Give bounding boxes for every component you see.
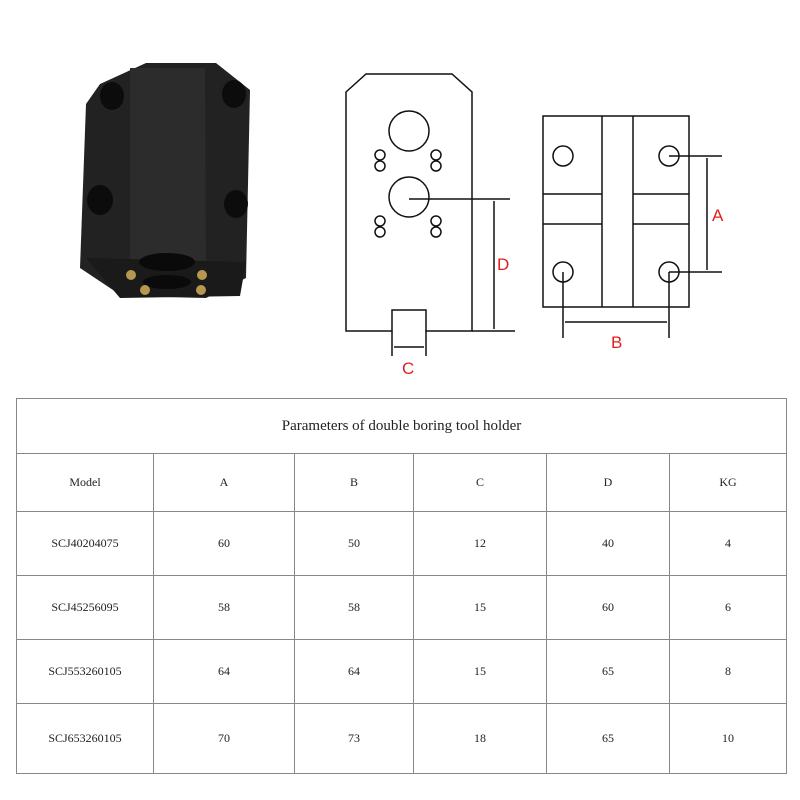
header-model: Model xyxy=(16,453,154,512)
dim-label-c: C xyxy=(402,359,414,378)
cell-model: SCJ45256095 xyxy=(16,575,154,640)
cell-b: 50 xyxy=(294,511,414,576)
dim-label-b: B xyxy=(611,333,622,352)
cell-model: SCJ40204075 xyxy=(16,511,154,576)
cell-d: 65 xyxy=(546,703,670,774)
table-title: Parameters of double boring tool holder xyxy=(15,398,788,454)
cell-kg: 6 xyxy=(668,575,788,640)
cell-a: 58 xyxy=(153,575,295,640)
cell-model: SCJ553260105 xyxy=(16,639,154,704)
cell-a: 64 xyxy=(153,639,295,704)
cell-b: 58 xyxy=(294,575,414,640)
cell-kg: 4 xyxy=(668,511,788,576)
cell-d: 60 xyxy=(546,575,670,640)
table-row: SCJ553260105 64 64 15 65 8 xyxy=(16,639,788,704)
tool-holder-photo xyxy=(80,63,250,298)
table-row: SCJ40204075 60 50 12 40 4 xyxy=(16,511,788,576)
dim-label-a: A xyxy=(712,206,724,225)
cell-model: SCJ653260105 xyxy=(16,703,154,774)
cell-a: 70 xyxy=(153,703,295,774)
cell-c: 15 xyxy=(413,575,547,640)
cell-c: 18 xyxy=(413,703,547,774)
header-b: B xyxy=(294,453,414,512)
cell-c: 12 xyxy=(413,511,547,576)
cell-kg: 8 xyxy=(668,639,788,704)
table-row: SCJ45256095 58 58 15 60 6 xyxy=(16,575,788,640)
table-header-row: Model A B C D KG xyxy=(16,453,788,512)
header-c: C xyxy=(413,453,547,512)
front-view-drawing xyxy=(345,73,515,356)
cell-c: 15 xyxy=(413,639,547,704)
table-row: SCJ653260105 70 73 18 65 10 xyxy=(16,703,788,774)
cell-b: 64 xyxy=(294,639,414,704)
parameters-table: Parameters of double boring tool holder … xyxy=(15,398,788,774)
side-view-drawing xyxy=(542,115,722,338)
cell-d: 40 xyxy=(546,511,670,576)
dim-label-d: D xyxy=(497,255,509,274)
cell-d: 65 xyxy=(546,639,670,704)
header-kg: KG xyxy=(668,453,788,512)
header-d: D xyxy=(546,453,670,512)
cell-kg: 10 xyxy=(668,703,788,774)
cell-a: 60 xyxy=(153,511,295,576)
cell-b: 73 xyxy=(294,703,414,774)
product-figures: D C A B xyxy=(80,63,724,378)
header-a: A xyxy=(153,453,295,512)
